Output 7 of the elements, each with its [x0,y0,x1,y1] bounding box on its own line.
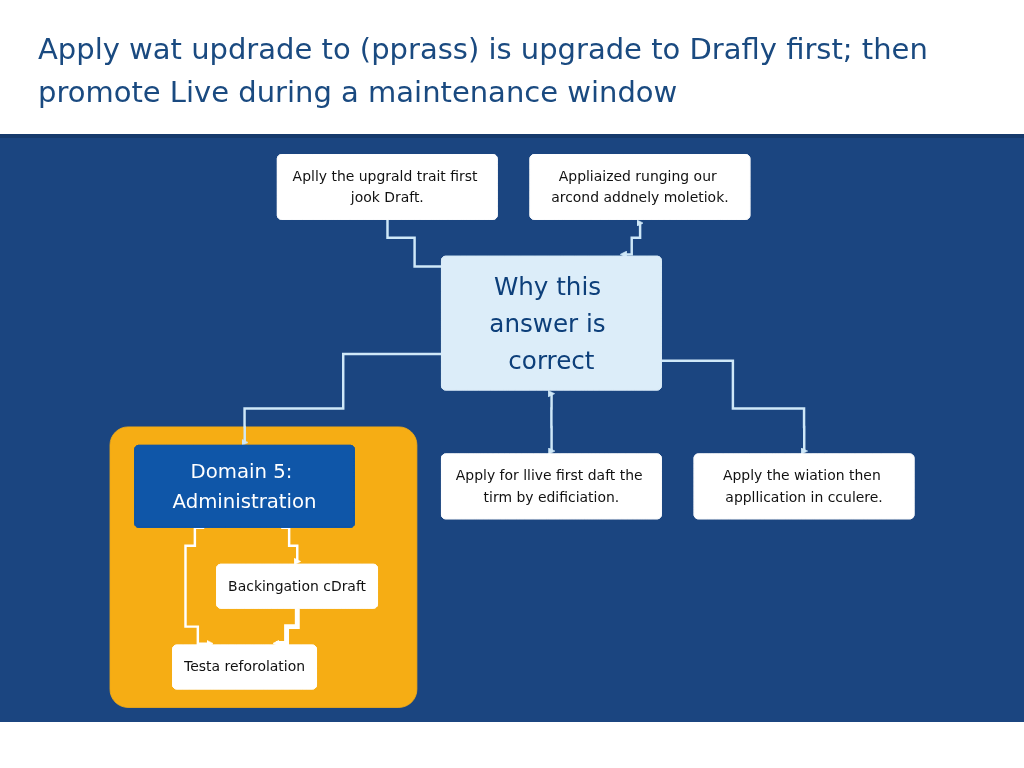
title: Apply wat updrade to (pprass) is upgrade to Drafly first; then promote Live during a maintenance window [38,31,929,111]
connector [386,218,442,268]
arrow [661,359,808,455]
arrow [619,219,644,258]
cluster [109,426,418,708]
arrow [547,390,556,455]
arrow [241,352,442,447]
